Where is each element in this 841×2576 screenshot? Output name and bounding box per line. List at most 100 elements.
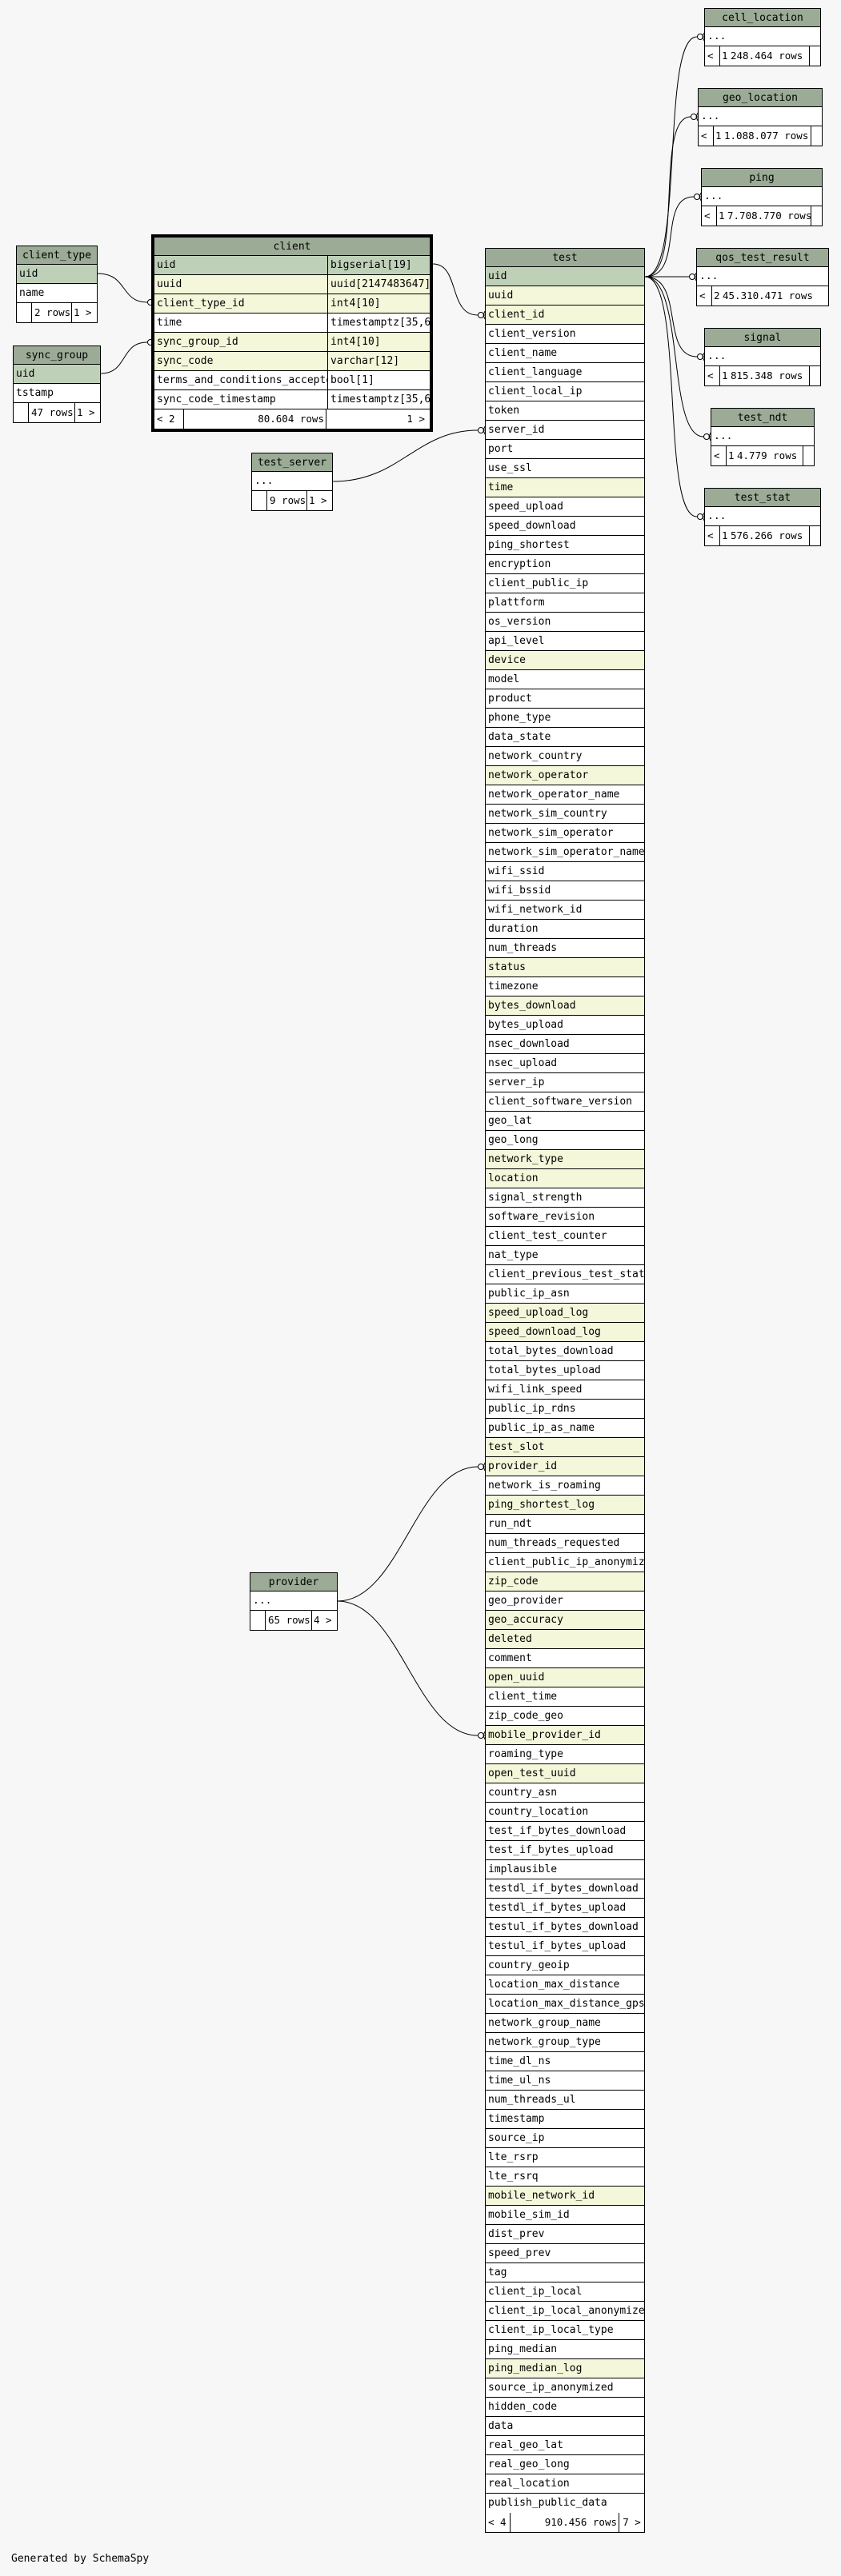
table-row: zip_code	[486, 1572, 644, 1592]
table-row: country_asn	[486, 1783, 644, 1803]
table-row: ping_median	[486, 2340, 644, 2359]
table-row: timezone	[486, 977, 644, 996]
table-row: client_public_ip	[486, 574, 644, 593]
table-row: model	[486, 670, 644, 689]
table-row: client_version	[486, 325, 644, 344]
table-row: speed_upload_log	[486, 1304, 644, 1323]
table-row: mobile_network_id	[486, 2187, 644, 2206]
table-title: cell_location	[705, 9, 820, 27]
table-row: client_ip_local_type	[486, 2321, 644, 2340]
table-row: testul_if_bytes_download	[486, 1918, 644, 1937]
table-row: client_ip_local_anonymized	[486, 2302, 644, 2321]
table-row: hidden_code	[486, 2398, 644, 2417]
table-row: total_bytes_download	[486, 1342, 644, 1361]
table-row: data	[486, 2417, 644, 2436]
table-row: wifi_bssid	[486, 881, 644, 901]
table-row: wifi_ssid	[486, 862, 644, 881]
table-row: client_language	[486, 363, 644, 382]
table-row: bytes_upload	[486, 1016, 644, 1035]
table-row: public_ip_rdns	[486, 1400, 644, 1419]
table-row: zip_code_geo	[486, 1707, 644, 1726]
table-row: network_sim_country	[486, 805, 644, 824]
table-row: plattform	[486, 593, 644, 613]
table-row: location_max_distance	[486, 1975, 644, 1995]
table-row: os_version	[486, 613, 644, 632]
table-row: duration	[486, 920, 644, 939]
table-row: real_geo_long	[486, 2455, 644, 2474]
table-row: mobile_provider_id	[486, 1726, 644, 1745]
table-title: geo_location	[699, 89, 822, 107]
table-row: wifi_network_id	[486, 901, 644, 920]
table-row: network_group_type	[486, 2033, 644, 2052]
generated-by-footer: Generated by SchemaSpy	[11, 2553, 150, 2565]
table-row: mobile_sim_id	[486, 2206, 644, 2225]
table-row: ping_median_log	[486, 2359, 644, 2378]
table-row: real_location	[486, 2474, 644, 2494]
table-title: signal	[705, 329, 820, 347]
table-row: name	[17, 284, 97, 303]
table-row: phone_type	[486, 709, 644, 728]
table-row: signal_strength	[486, 1188, 644, 1208]
table-row: source_ip_anonymized	[486, 2378, 644, 2398]
table-row: geo_provider	[486, 1592, 644, 1611]
table-row: bytes_download	[486, 996, 644, 1016]
table-row: client_local_ip	[486, 382, 644, 401]
table-row: uid	[17, 265, 97, 284]
table-row: network_type	[486, 1150, 644, 1169]
table-row: tstamp	[14, 384, 100, 403]
table-row: time_ul_ns	[486, 2071, 644, 2091]
table-row: test_if_bytes_upload	[486, 1841, 644, 1860]
table-row: client_software_version	[486, 1092, 644, 1112]
table-title: client	[154, 238, 430, 256]
table-row: network_sim_operator_name	[486, 843, 644, 862]
table-row: timestamp	[486, 2110, 644, 2129]
table-row: country_location	[486, 1803, 644, 1822]
table-row: testul_if_bytes_upload	[486, 1937, 644, 1956]
table-row: network_is_roaming	[486, 1476, 644, 1496]
table-row: ...	[705, 347, 820, 366]
table-row: open_uuid	[486, 1668, 644, 1687]
table-row: client_name	[486, 344, 644, 363]
table-row: network_operator_name	[486, 785, 644, 805]
table-row: source_ip	[486, 2129, 644, 2148]
table-title: qos_test_result	[697, 249, 828, 267]
table-row: publish_public_data	[488, 2497, 607, 2509]
table-row: network_group_name	[486, 2014, 644, 2033]
table-row: encryption	[486, 555, 644, 574]
table-row: uid	[14, 365, 100, 384]
table-row: ping_shortest	[486, 536, 644, 555]
table-row: public_ip_asn	[486, 1284, 644, 1304]
table-row: client_id	[486, 306, 644, 325]
table-row: implausible	[486, 1860, 644, 1879]
table-title: sync_group	[14, 346, 100, 365]
table-row: geo_accuracy	[486, 1611, 644, 1630]
table-row: geo_long	[486, 1131, 644, 1150]
table-row: device	[486, 651, 644, 670]
